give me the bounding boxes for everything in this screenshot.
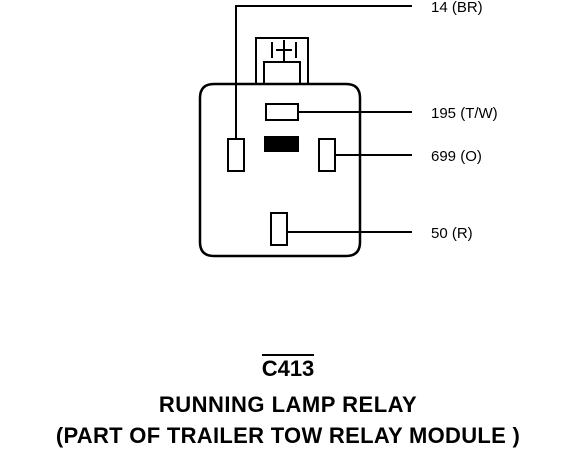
terminal-50-r: 50 (R) <box>270 212 473 246</box>
terminal-pin <box>265 103 299 121</box>
terminal-195-tw: 195 (T/W) <box>265 103 498 122</box>
connector-key <box>264 136 299 152</box>
wire-label: 50 (R) <box>431 225 473 242</box>
connector-housing <box>198 82 362 258</box>
connector-lock-tab <box>255 37 309 85</box>
relay-name-caption: RUNNING LAMP RELAY <box>158 392 418 417</box>
wire-label: 699 (O) <box>431 148 482 165</box>
terminal-pin <box>227 138 245 172</box>
connector-id-caption: C413 <box>0 354 576 382</box>
terminal-pin <box>270 212 288 246</box>
wire-lead <box>235 5 412 139</box>
terminal-pin <box>318 138 336 172</box>
terminal-14-br: 14 (BR) <box>227 0 483 172</box>
relay-note-caption: (PART OF TRAILER TOW RELAY MODULE ) <box>55 423 521 448</box>
wire-label: 195 (T/W) <box>431 105 498 122</box>
wire-label: 14 (BR) <box>431 0 483 16</box>
connector-id: C413 <box>261 354 315 381</box>
terminal-699-o: 699 (O) <box>318 138 482 172</box>
